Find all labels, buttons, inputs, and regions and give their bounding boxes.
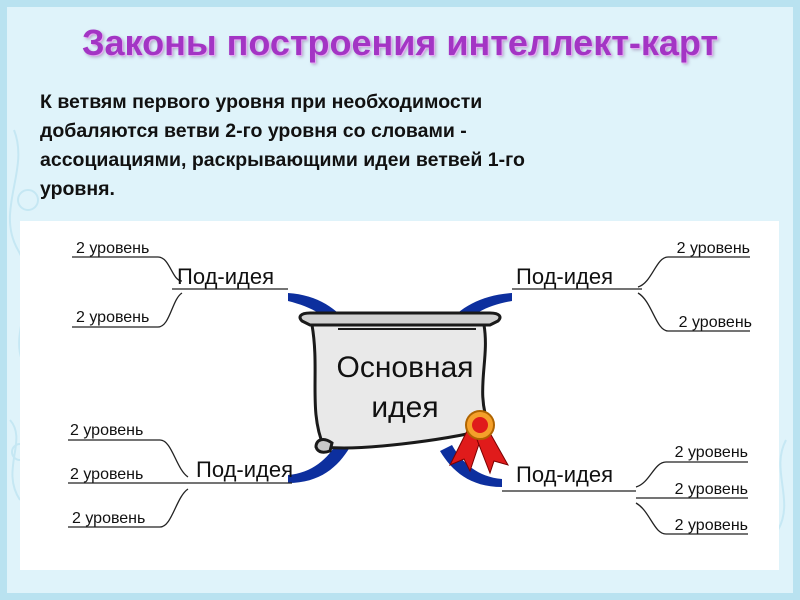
bottom-left-branch: 2 уровень 2 уровень 2 уровень Под-идея bbox=[68, 422, 293, 528]
mind-map-diagram: Основная идея 2 уровень 2 уровень Под-ид… bbox=[20, 221, 779, 570]
central-idea-scroll bbox=[298, 311, 502, 454]
body-text-line: добаляются ветви 2-го уровня со словами … bbox=[40, 120, 467, 142]
bottom-right-branch: 2 уровень 2 уровень 2 уровень Под-идея bbox=[502, 444, 748, 535]
body-text-line: уровня. bbox=[40, 178, 115, 200]
top-right-branch: 2 уровень 2 уровень Под-идея bbox=[512, 240, 752, 332]
subidea-label: Под-идея bbox=[516, 264, 613, 289]
level2-label: 2 уровень bbox=[675, 517, 748, 534]
main-branch-bottom-left bbox=[288, 441, 350, 483]
subidea-label: Под-идея bbox=[516, 462, 613, 487]
level2-label: 2 уровень bbox=[76, 309, 149, 326]
slide-title: Законы построения интеллект-карт bbox=[81, 22, 719, 63]
top-left-branch: 2 уровень 2 уровень Под-идея bbox=[72, 240, 288, 328]
level2-label: 2 уровень bbox=[72, 510, 145, 527]
level2-label: 2 уровень bbox=[675, 481, 748, 498]
body-text-line: ассоциациями, раскрывающими идеи ветвей … bbox=[40, 149, 525, 171]
level2-label: 2 уровень bbox=[70, 466, 143, 483]
level2-label: 2 уровень bbox=[679, 314, 752, 331]
subidea-label: Под-идея bbox=[177, 264, 274, 289]
seal-ribbon-icon bbox=[448, 410, 510, 475]
level2-label: 2 уровень bbox=[70, 422, 143, 439]
level2-label: 2 уровень bbox=[675, 444, 748, 461]
level2-label: 2 уровень bbox=[76, 240, 149, 257]
central-idea-line-1: Основная bbox=[336, 351, 473, 384]
level2-label: 2 уровень bbox=[677, 240, 750, 257]
body-text-line: К ветвям первого уровня при необходимост… bbox=[40, 91, 483, 113]
central-idea-line-2: идея bbox=[371, 391, 438, 424]
slide-body-text: К ветвям первого уровня при необходимост… bbox=[40, 88, 730, 204]
subidea-label: Под-идея bbox=[196, 457, 293, 482]
